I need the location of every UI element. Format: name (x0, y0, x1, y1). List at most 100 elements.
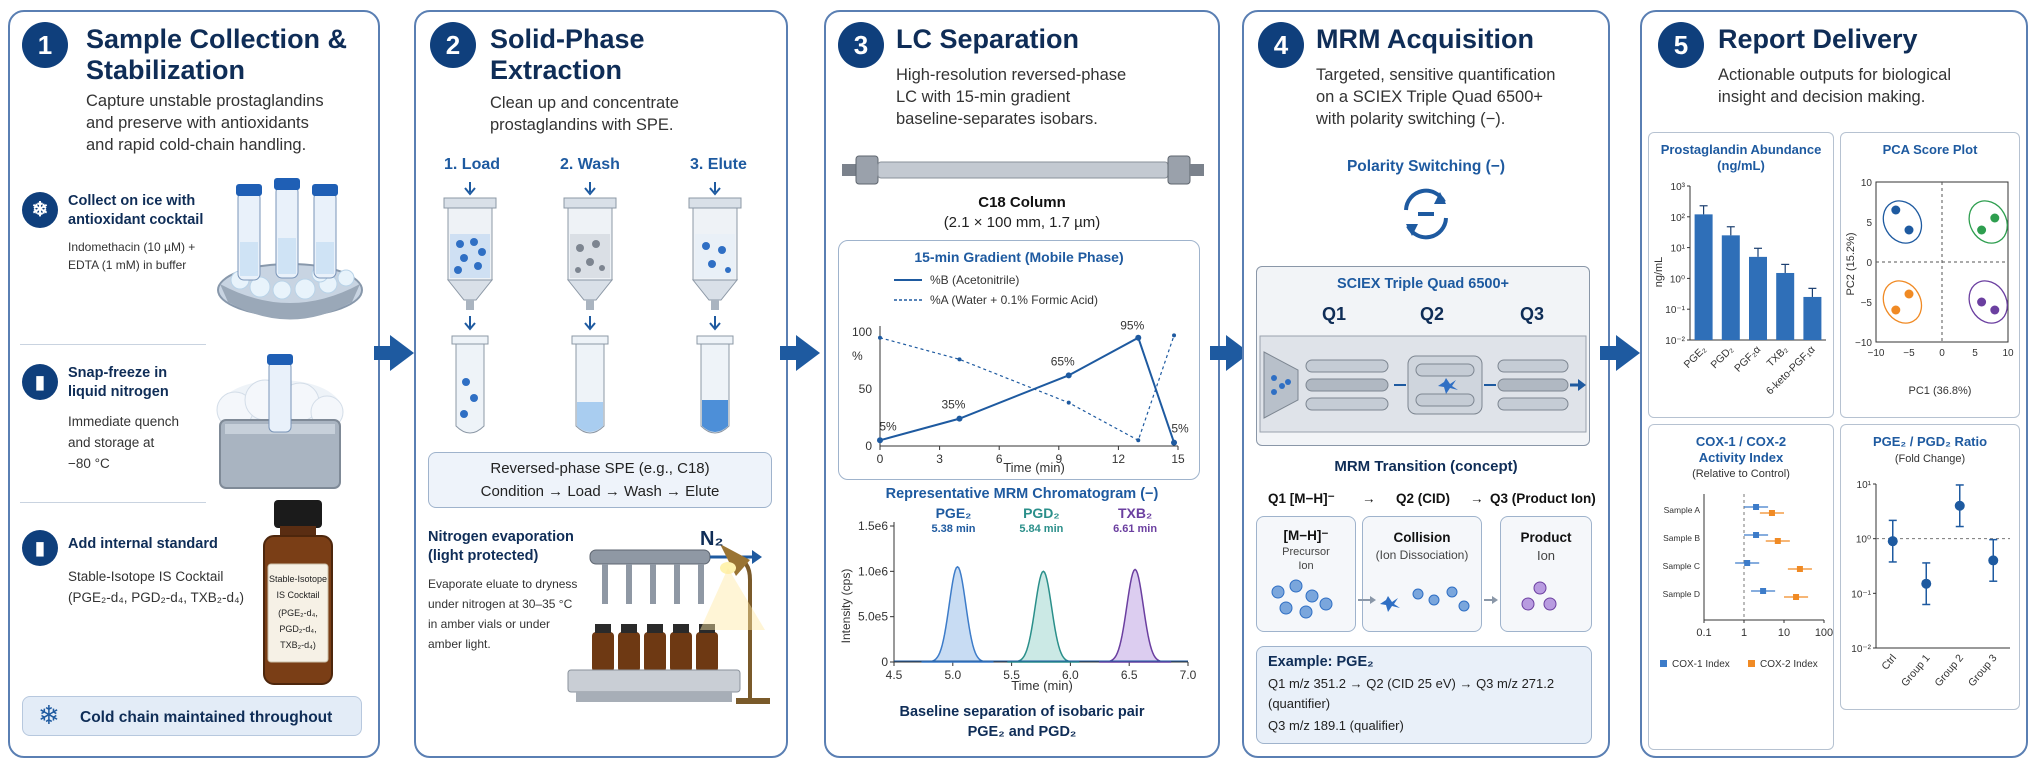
series-b-point (1171, 439, 1178, 446)
series-b-data-label: 65% (1051, 354, 1075, 368)
precursor-t1: [M−H]⁻ (1283, 528, 1329, 543)
n2-label: N₂ (700, 528, 724, 550)
x-tick-label: 10 (1778, 627, 1790, 639)
x-tick-label: 6-keto-PGF₁α (1764, 344, 1818, 398)
x-axis-label: PC1 (36.8%) (1909, 385, 1972, 397)
flow-q3: Q3 (Product Ion) (1490, 491, 1596, 506)
liquid-nitrogen-dewar-illustration (216, 354, 344, 489)
x-tick-label: 6.0 (1062, 668, 1079, 682)
product-t1: Product (1520, 530, 1572, 545)
text: Stable-Isotope IS Cocktail (68, 569, 224, 584)
y-tick-label: 100 (852, 325, 872, 339)
column-spec: (2.1 × 100 mm, 1.7 µm) (943, 214, 1101, 231)
index-point (1793, 594, 1800, 600)
x-tick-label: 0 (877, 452, 884, 466)
desc-line: baseline-separates isobars. (896, 110, 1098, 128)
step-wash-label: 2. Wash (560, 156, 620, 173)
x-tick-label: PGF₂α (1732, 344, 1763, 375)
series-b-data-label: 5% (879, 419, 897, 433)
lc-footer-line1: Baseline separation of isobaric pair (899, 704, 1145, 720)
y-tick-label: 10⁻¹ (1665, 305, 1685, 316)
peak-name: PGD₂ (1023, 506, 1060, 521)
example-box (1256, 646, 1592, 744)
is-cocktail-bottle-illustration: Stable-Isotope IS Cocktail (PGE₂-d₄, PGD… (263, 500, 333, 685)
step-badge-3: 3 (838, 22, 884, 68)
chromatogram-peak (1007, 570, 1080, 663)
title-line: Extraction (490, 55, 623, 85)
triple-quad-illustration (1259, 335, 1587, 433)
y-tick-label: 10 (1861, 178, 1873, 189)
y-tick-label: −5 (1861, 298, 1873, 309)
pca-score-plot: PCA Score Plot PC1 (36.8%) PC2 (15.2%) −… (1845, 142, 2014, 397)
collision-t2: (Ion Dissociation) (1375, 548, 1469, 562)
y-axis-label: ng/mL (1653, 257, 1665, 288)
peak-rt: 5.38 min (931, 523, 975, 535)
desc-line: High-resolution reversed-phase (896, 66, 1127, 84)
pca-title: PCA Score Plot (1883, 142, 1979, 157)
y-tick-label: 10⁰ (1670, 274, 1685, 285)
series-a-point (878, 335, 882, 340)
ratio-point (1988, 555, 1999, 566)
y-tick-label: 10² (1671, 213, 1686, 224)
ion-illustrations (1271, 579, 1557, 619)
abundance-bar (1694, 214, 1713, 340)
index-point (1774, 538, 1781, 544)
legend-swatch-cox2 (1748, 660, 1755, 667)
x-tick-label: 7.0 (1180, 668, 1197, 682)
x-tick-label: 10 (2002, 348, 2014, 359)
bottle-label-line: Stable-Isotope (269, 574, 327, 584)
chromatogram-peak (921, 565, 994, 663)
y-tick-label: 5.0e5 (858, 610, 888, 624)
abundance-bar (1721, 235, 1740, 340)
x-tick-label: 9 (1055, 452, 1062, 466)
cox-title: COX-1 / COX-2 (1696, 434, 1786, 449)
series-a-line (879, 335, 1175, 442)
desc-line: Targeted, sensitive quantification (1316, 66, 1556, 84)
y-tick-label: 0 (865, 439, 872, 453)
pca-point (1990, 213, 2000, 223)
x-tick-label: 5.0 (944, 668, 961, 682)
cox-chart-frame (1648, 424, 1834, 750)
legend-swatch-cox1 (1660, 660, 1667, 667)
x-tick-label: Ctrl (1879, 652, 1899, 672)
x-tick-label: 15 (1171, 452, 1185, 466)
step-elute-label: 3. Elute (690, 156, 747, 173)
panel-title: MRM Acquisition (1316, 24, 1534, 54)
chromatogram-title: Representative MRM Chromatogram (−) (885, 486, 1159, 502)
flow-arrow (1600, 335, 1640, 371)
desc-line: Actionable outputs for biological (1718, 66, 1951, 84)
y-tick-label: 10⁻² (1665, 336, 1685, 347)
title-line: Stabilization (86, 55, 246, 85)
x-tick-label: 5.5 (1003, 668, 1020, 682)
series-a-point (1136, 438, 1141, 443)
y-tick-label: 0 (1866, 258, 1872, 269)
cold-chain-footer (22, 696, 362, 736)
series-a-point (957, 357, 962, 362)
series-b-point (956, 415, 963, 422)
legend-b: %B (Acetonitrile) (930, 273, 1019, 287)
ratio-title: PGE₂ / PGD₂ Ratio (1873, 434, 1987, 449)
cox-activity-chart: COX-1 / COX-2 Activity Index (Relative t… (1660, 434, 1833, 670)
ratio-subtitle: (Fold Change) (1895, 453, 1965, 465)
internal-standard-desc: Stable-Isotope IS Cocktail(PGE₂-d₄, PGD₂… (68, 566, 244, 608)
abundance-chart: Prostaglandin Abundance (ng/mL) ng/mL 10… (1653, 142, 1826, 398)
series-b-line (879, 336, 1175, 443)
cox-subtitle: (Relative to Control) (1692, 468, 1790, 480)
index-point (1753, 504, 1760, 510)
flow-arrow-1: → (1362, 491, 1376, 506)
y-axis-label: % (852, 349, 863, 363)
index-point (1760, 588, 1767, 594)
x-tick-label: Group 1 (1899, 652, 1933, 689)
x-tick-label: PGE₂ (1682, 344, 1709, 371)
x-tick-label: 3 (936, 452, 943, 466)
step-badge-4: 4 (1258, 22, 1304, 68)
desc-line: with polarity switching (−). (1316, 110, 1506, 128)
ratio-point (1887, 536, 1898, 547)
internal-standard-title: Add internal standard (68, 536, 218, 552)
